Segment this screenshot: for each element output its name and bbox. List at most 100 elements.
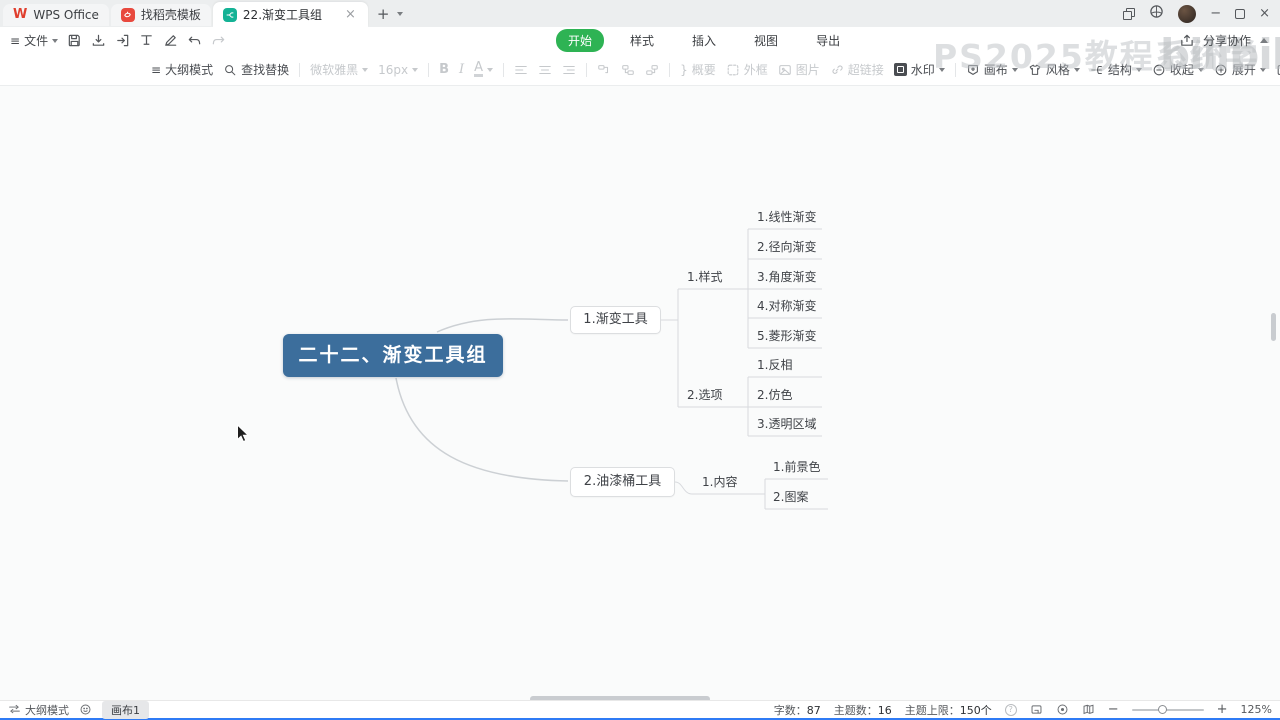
chevron-down-icon — [487, 67, 494, 72]
outer-frame-button[interactable]: 外框 — [721, 61, 773, 78]
ribbon-tab-style[interactable]: 样式 — [630, 34, 655, 48]
ribbon-tab-insert[interactable]: 插入 — [692, 34, 717, 48]
align-left-icon — [514, 63, 528, 77]
share-collaborate-button[interactable]: 分享协作 — [1202, 34, 1251, 48]
user-avatar[interactable] — [1178, 4, 1197, 23]
insert-parent-topic-icon — [645, 63, 659, 77]
zoom-in-button[interactable]: + — [1216, 702, 1228, 717]
mindmap-node-invert[interactable]: 1.反相 — [757, 358, 793, 372]
align-center-button[interactable] — [533, 63, 557, 77]
font-size-select[interactable]: 16px — [373, 63, 423, 77]
insert-sibling-topic-button[interactable] — [592, 63, 616, 77]
outline-mode-button[interactable]: ≡ 大纲模式 — [151, 62, 214, 78]
mindmap-node-diamond-gradient[interactable]: 5.菱形渐变 — [757, 329, 817, 343]
chevron-down-icon — [362, 67, 369, 72]
tab-list-dropdown-icon[interactable] — [396, 11, 403, 16]
mindmap-node-symmetric-gradient[interactable]: 4.对称渐变 — [757, 299, 817, 313]
structure-button[interactable]: 结构 — [1085, 61, 1147, 78]
zoom-slider-knob[interactable] — [1157, 704, 1167, 714]
download-icon[interactable] — [91, 33, 106, 48]
tab-close-icon[interactable]: × — [345, 7, 356, 22]
tab-docer-templates[interactable]: 找稻壳模板 — [110, 3, 211, 26]
mindmap-canvas[interactable]: 二十二、渐变工具组 1.渐变工具 2.油漆桶工具 1.样式 2.选项 1.线性渐… — [0, 86, 1280, 700]
outline-mode-toggle[interactable]: 大纲模式 — [8, 702, 69, 718]
expand-button[interactable]: 展开 — [1209, 61, 1271, 78]
picture-button[interactable]: 图片 — [773, 61, 825, 78]
collapse-ribbon-icon[interactable] — [1260, 38, 1268, 43]
mindmap-node-angle-gradient[interactable]: 3.角度渐变 — [757, 270, 817, 284]
mindmap-node-options[interactable]: 2.选项 — [687, 388, 723, 402]
align-right-button[interactable] — [557, 63, 581, 77]
mindmap-node-foreground-color[interactable]: 1.前景色 — [773, 460, 821, 474]
taskbar-edge — [0, 718, 1280, 720]
locate-center-icon[interactable] — [1056, 703, 1069, 716]
watermark-button[interactable]: 水印 — [889, 61, 950, 78]
mindmap-node-radial-gradient[interactable]: 2.径向渐变 — [757, 240, 817, 254]
window-controls: − × — [1123, 4, 1280, 23]
docer-icon — [120, 7, 135, 22]
mindmap-node-gradient-tool[interactable]: 1.渐变工具 — [570, 306, 661, 334]
mindmap-root-node[interactable]: 二十二、渐变工具组 — [283, 334, 503, 377]
layout-switch-icon[interactable] — [1123, 7, 1136, 20]
bold-button[interactable]: B — [439, 62, 450, 77]
mindmap-node-dither[interactable]: 2.仿色 — [757, 388, 793, 402]
mindmap-node-transparent-area[interactable]: 3.透明区域 — [757, 417, 817, 431]
topic-limit: 主题上限：150个 — [904, 703, 992, 717]
vertical-scrollbar[interactable] — [1271, 313, 1276, 341]
emoji-icon[interactable] — [79, 703, 92, 716]
tab-document-active[interactable]: 22.渐变工具组 × — [212, 2, 368, 27]
mindmap-file-icon — [222, 7, 237, 22]
align-left-button[interactable] — [509, 63, 533, 77]
link-icon — [830, 63, 844, 77]
close-window-button[interactable]: × — [1259, 6, 1270, 21]
help-icon[interactable]: ? — [1004, 703, 1017, 716]
format-painter-icon[interactable] — [139, 33, 154, 48]
canvas-tab-1[interactable]: 画布1 — [102, 700, 149, 719]
mindmap-to-ppt-button[interactable]: 脑图转PPT — [1271, 61, 1280, 78]
mindmap-node-content[interactable]: 1.内容 — [702, 475, 738, 489]
save-icon[interactable] — [67, 33, 82, 48]
skin-icon[interactable] — [1149, 4, 1164, 23]
hyperlink-button[interactable]: 超链接 — [825, 61, 889, 78]
chevron-down-icon — [52, 38, 59, 43]
style-button[interactable]: 风格 — [1023, 61, 1085, 78]
mindmap-node-pattern[interactable]: 2.图案 — [773, 490, 809, 504]
file-menu[interactable]: ≡ 文件 — [10, 32, 59, 49]
menu-bar: ≡ 文件 开始 样式 插入 视图 导出 分享协作 — [0, 27, 1280, 54]
edit-pen-icon[interactable] — [163, 33, 178, 48]
find-replace-button[interactable]: 查找替换 — [218, 61, 294, 78]
zoom-out-button[interactable]: − — [1107, 702, 1119, 717]
zoom-slider[interactable] — [1131, 704, 1204, 714]
export-icon[interactable] — [115, 33, 130, 48]
new-tab-button[interactable]: + — [376, 4, 390, 23]
mouse-cursor — [236, 423, 250, 448]
font-color-button[interactable]: A — [469, 61, 498, 77]
mindmap-node-paint-bucket-tool[interactable]: 2.油漆桶工具 — [570, 467, 675, 497]
ribbon-tabs: 开始 样式 插入 视图 导出 — [556, 29, 852, 52]
search-icon — [223, 63, 237, 77]
ribbon-tab-view[interactable]: 视图 — [754, 34, 779, 48]
horizontal-scrollbar[interactable] — [530, 696, 710, 700]
status-bar: 大纲模式 画布1 字数：87 主题数：16 主题上限：150个 ? − + 12… — [0, 700, 1280, 719]
overview-map-icon[interactable] — [1082, 703, 1095, 716]
share-icon[interactable] — [1179, 33, 1194, 48]
ribbon-tab-export[interactable]: 导出 — [816, 34, 841, 48]
maximize-button[interactable] — [1235, 8, 1246, 19]
status-right: 字数：87 主题数：16 主题上限：150个 ? − + 125% — [774, 702, 1272, 718]
topic-count: 主题数：16 — [833, 703, 892, 717]
undo-icon[interactable] — [187, 33, 202, 48]
insert-child-topic-button[interactable] — [616, 63, 640, 77]
redo-icon[interactable] — [211, 33, 226, 48]
fit-screen-icon[interactable] — [1030, 703, 1043, 716]
mindmap-node-style[interactable]: 1.样式 — [687, 270, 723, 284]
insert-parent-topic-button[interactable] — [640, 63, 664, 77]
font-family-select[interactable]: 微软雅黑 — [305, 61, 373, 78]
collapse-button[interactable]: 收起 — [1147, 61, 1209, 78]
tab-wps-office[interactable]: W WPS Office — [3, 3, 109, 26]
minimize-button[interactable]: − — [1210, 6, 1222, 21]
italic-button[interactable]: I — [459, 62, 465, 77]
ribbon-tab-home[interactable]: 开始 — [556, 29, 605, 52]
mindmap-node-linear-gradient[interactable]: 1.线性渐变 — [757, 210, 817, 224]
summary-button[interactable]: } 概要 — [680, 62, 716, 78]
canvas-button[interactable]: 画布 — [961, 61, 1023, 78]
